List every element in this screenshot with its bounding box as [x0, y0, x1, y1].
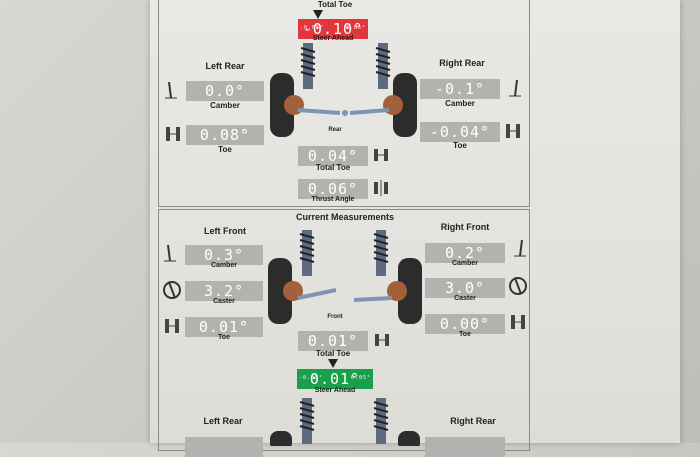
printout-paper [150, 0, 680, 443]
total-toe-icon [371, 145, 391, 165]
steer-ahead-value: 0.01° [309, 370, 361, 388]
left-rear-camber-label: Camber [210, 101, 240, 110]
right-front-title: Right Front [440, 222, 490, 232]
total-toe-label: Total Toe [317, 0, 353, 9]
left-front-camber-box: 0.3° [185, 245, 263, 265]
front-total-toe-box: 0.01° [298, 331, 368, 351]
right-front-toe-value: 0.00° [439, 315, 491, 333]
rear-label: Rear [328, 127, 342, 133]
left-rear-toe-box: 0.08° [186, 125, 264, 145]
left-rear-camber-box [185, 437, 263, 457]
right-rear-toe-value: -0.04° [429, 123, 491, 141]
front-total-toe-value: 0.01° [307, 332, 359, 350]
caster-icon [508, 276, 528, 296]
right-rear-camber-box: -0.1° [420, 79, 500, 99]
right-front-toe-label: Toe [459, 331, 471, 338]
steer-ahead-value: -0.10° [302, 20, 364, 38]
right-rear-title: Right Rear [450, 416, 496, 426]
rear-measurements-panel [158, 0, 530, 207]
caster-icon [162, 280, 182, 300]
rear-suspension-illustration [270, 398, 420, 446]
rear-suspension-illustration [270, 43, 417, 137]
right-front-camber-value: 0.2° [444, 244, 486, 262]
rear-total-toe-box: 0.04° [298, 146, 368, 166]
steer-ahead-label: Steer Ahead [314, 387, 356, 394]
left-front-title: Left Front [204, 226, 246, 236]
current-measurements-title: Current Measurements [295, 212, 395, 222]
left-front-camber-value: 0.3° [203, 246, 245, 264]
right-rear-camber-label: Camber [445, 99, 475, 108]
right-front-caster-box: 3.0° [425, 278, 505, 298]
right-front-caster-label: Caster [454, 295, 476, 302]
left-rear-camber-value: 0.0° [204, 82, 246, 100]
right-front-caster-value: 3.0° [444, 279, 486, 297]
front-label: Front [327, 314, 343, 320]
toe-icon [503, 121, 523, 141]
toe-icon [508, 312, 528, 332]
toe-icon [162, 316, 182, 336]
left-rear-title: Left Rear [203, 416, 243, 426]
left-front-caster-box: 3.2° [185, 281, 263, 301]
camber-icon [163, 80, 183, 100]
right-rear-title: Right Rear [439, 58, 485, 68]
right-front-toe-box: 0.00° [425, 314, 505, 334]
thrust-angle-label: Thrust Angle [311, 196, 355, 203]
steer-ahead-value-box: -0.05° 0.05° 0.01° [297, 369, 373, 389]
front-total-toe-label: Total Toe [315, 349, 351, 358]
front-suspension-illustration [268, 230, 422, 324]
tolerance-max: 0.05° [345, 25, 366, 31]
arrow-icon [328, 359, 338, 368]
tolerance-min: -0.05° [299, 375, 324, 381]
arrow-icon [313, 10, 323, 19]
left-rear-toe-value: 0.08° [199, 126, 251, 144]
left-rear-title: Left Rear [205, 61, 245, 71]
right-rear-camber-box [425, 437, 505, 457]
steer-ahead-value-box: -0.05° 0.05° -0.10° [298, 19, 368, 39]
right-rear-camber-value: -0.1° [434, 80, 486, 98]
left-rear-toe-label: Toe [218, 145, 232, 154]
rear-total-toe-label: Total Toe [315, 163, 351, 172]
right-rear-toe-box: -0.04° [420, 122, 500, 142]
left-front-camber-label: Camber [210, 262, 238, 269]
left-front-toe-label: Toe [218, 334, 230, 341]
rear-total-toe-value: 0.04° [307, 147, 359, 165]
right-rear-toe-label: Toe [453, 141, 467, 150]
camber-icon [508, 238, 528, 258]
thrust-angle-box: 0.06° [298, 179, 368, 199]
thrust-angle-value: 0.06° [307, 180, 359, 198]
toe-icon [163, 124, 183, 144]
thrust-angle-icon [371, 178, 391, 198]
left-front-toe-box: 0.01° [185, 317, 263, 337]
tolerance-max: 0.05° [350, 375, 371, 381]
right-front-camber-label: Camber [451, 260, 479, 267]
right-front-camber-box: 0.2° [425, 243, 505, 263]
total-toe-icon [372, 330, 392, 350]
left-rear-camber-box: 0.0° [186, 81, 264, 101]
steer-ahead-label: Steer Ahead [312, 35, 354, 42]
left-front-toe-value: 0.01° [198, 318, 250, 336]
camber-icon [503, 78, 523, 98]
left-front-caster-value: 3.2° [203, 282, 245, 300]
camber-icon [162, 243, 182, 263]
left-front-caster-label: Caster [213, 298, 235, 305]
tolerance-min: -0.05° [300, 25, 325, 31]
